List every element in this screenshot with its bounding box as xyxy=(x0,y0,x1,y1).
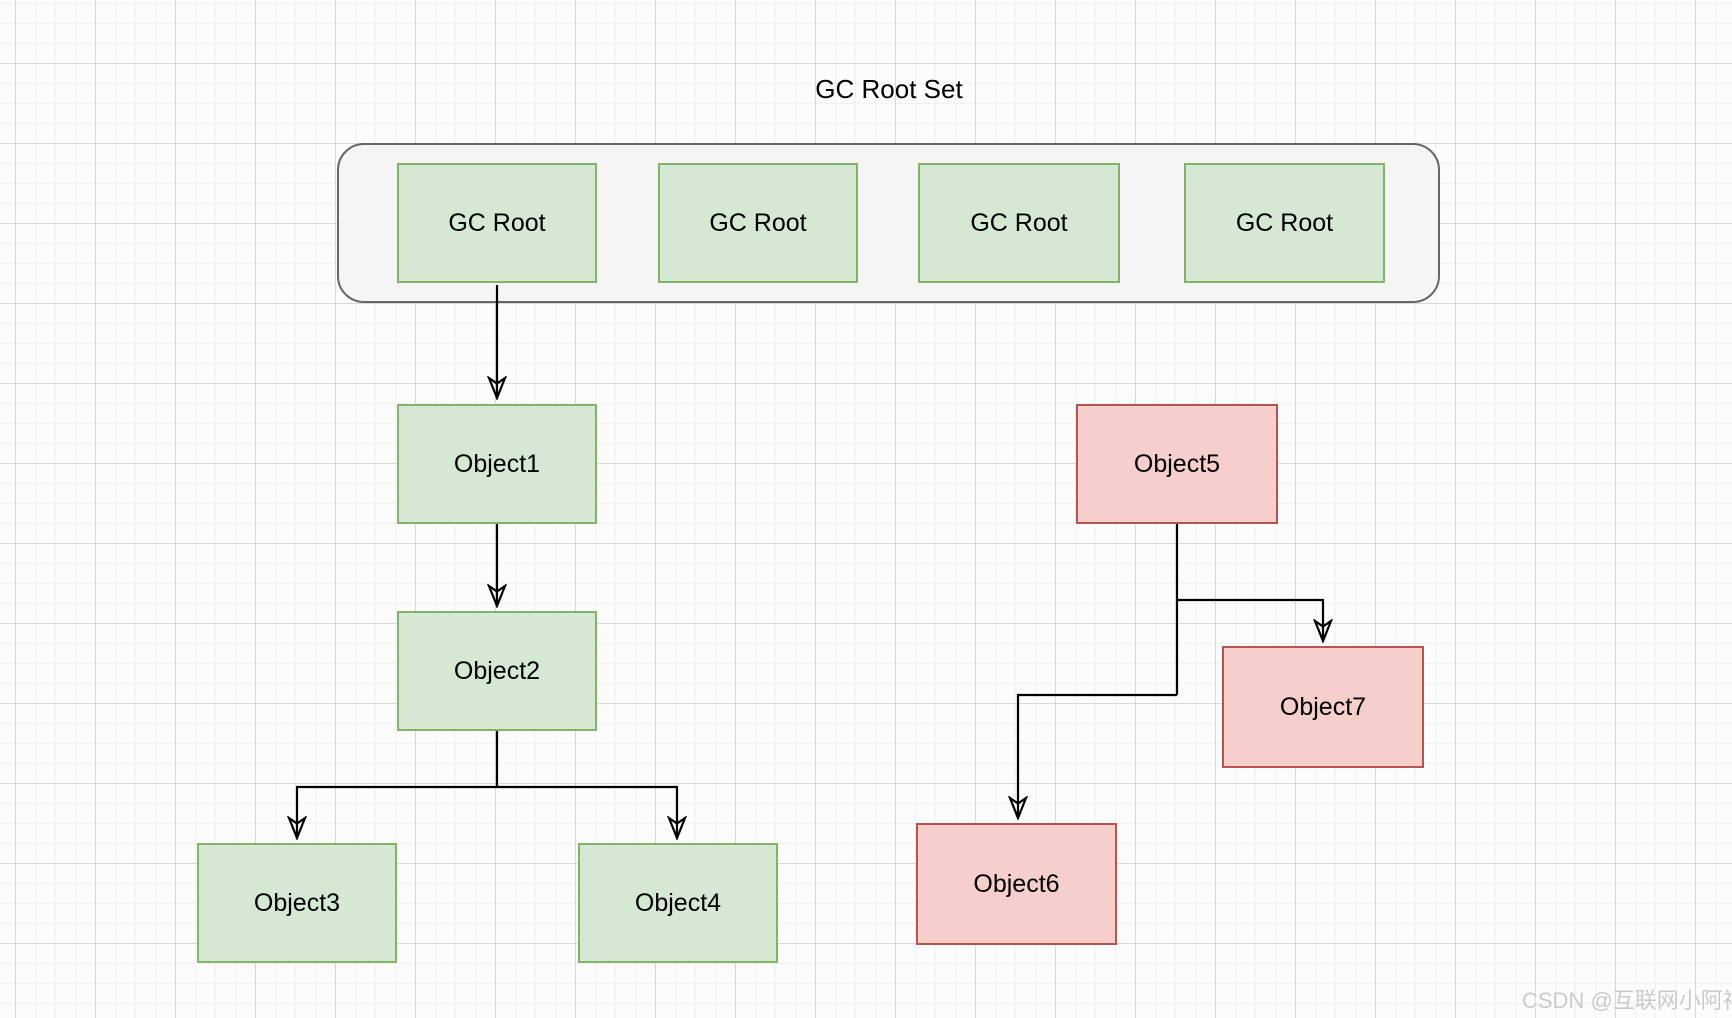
gc-root-4-label: GC Root xyxy=(1235,208,1334,237)
object2-label: Object2 xyxy=(453,656,541,685)
object3-label: Object3 xyxy=(253,888,341,917)
node-object3: Object3 xyxy=(197,843,397,963)
gc-root-node-2: GC Root xyxy=(658,163,858,283)
node-object2: Object2 xyxy=(397,611,597,731)
node-object5: Object5 xyxy=(1076,404,1278,524)
edge-object5-to-object6 xyxy=(1018,693,1177,818)
gc-root-2-label: GC Root xyxy=(709,208,807,237)
object6-label: Object6 xyxy=(973,869,1060,898)
object1-label: Object1 xyxy=(453,449,541,478)
node-object7: Object7 xyxy=(1222,646,1424,768)
object7-label: Object7 xyxy=(1279,692,1367,721)
edge-object5-to-object7 xyxy=(1177,598,1323,641)
gc-root-3-label: GC Root xyxy=(970,208,1068,237)
gc-root-node-1: GC Root xyxy=(397,163,597,283)
node-object4: Object4 xyxy=(578,843,778,963)
edge-object2-to-object4 xyxy=(497,785,677,838)
object4-label: Object4 xyxy=(634,888,722,917)
gc-root-1-label: GC Root xyxy=(448,208,546,237)
gc-root-node-3: GC Root xyxy=(918,163,1120,283)
node-object1: Object1 xyxy=(397,404,597,524)
edge-object2-to-object3 xyxy=(297,785,497,838)
diagram-title: GC Root Set xyxy=(815,74,963,104)
node-object6: Object6 xyxy=(916,823,1117,945)
object5-label: Object5 xyxy=(1133,449,1221,478)
watermark: CSDN @互联网小阿祥 xyxy=(1522,988,1732,1013)
gc-root-node-4: GC Root xyxy=(1184,163,1385,283)
